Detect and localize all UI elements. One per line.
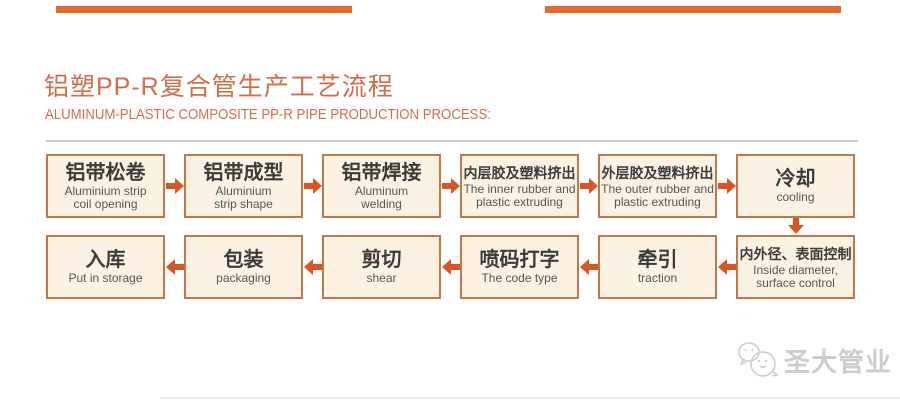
step-title-zh: 外层胶及塑料挤出 [601, 164, 714, 181]
step-title-zh: 入库 [85, 249, 126, 271]
step-title-en: Aluminium strip coil opening [64, 183, 147, 211]
arrow-left-icon [166, 258, 184, 276]
step-title-zh: 包装 [223, 249, 264, 271]
step-title-en: The code type [481, 271, 558, 285]
flow-step-surface-control: 内外径、表面控制 Inside diameter, surface contro… [736, 235, 855, 299]
arrow-left-icon [304, 258, 322, 276]
flow-step-storage: 入库 Put in storage [46, 235, 165, 299]
flow-step-packaging: 包装 packaging [184, 235, 303, 299]
step-title-zh: 喷码打字 [479, 249, 560, 271]
header-divider [46, 140, 858, 142]
step-title-zh: 铝带成型 [203, 161, 284, 184]
arrow-right-icon [718, 177, 736, 195]
flow-step-inner-extruding: 内层胶及塑料挤出 The inner rubber and plastic ex… [460, 154, 579, 218]
arrow-right-icon [580, 177, 598, 195]
step-title-en: The inner rubber and plastic extruding [463, 181, 576, 209]
arrow-left-icon [580, 258, 598, 276]
flow-step-outer-extruding: 外层胶及塑料挤出 The outer rubber and plastic ex… [598, 154, 717, 218]
page-subtitle: ALUMINUM-PLASTIC COMPOSITE PP-R PIPE PRO… [45, 106, 491, 123]
flow-step-coil-opening: 铝带松卷 Aluminium strip coil opening [46, 154, 165, 218]
flow-step-code-type: 喷码打字 The code type [460, 235, 579, 299]
arrow-down-icon [787, 218, 805, 234]
step-title-en: The outer rubber and plastic extruding [601, 181, 714, 209]
bottom-divider [160, 397, 900, 399]
step-title-en: Aluminium strip shape [214, 183, 273, 211]
step-title-en: Put in storage [68, 271, 143, 285]
flow-step-cooling: 冷却 cooling [736, 154, 855, 218]
step-title-zh: 内层胶及塑料挤出 [463, 164, 576, 181]
step-title-zh: 牵引 [637, 249, 678, 271]
step-title-zh: 铝带松卷 [65, 161, 146, 184]
mascot-icon [738, 342, 779, 377]
step-title-zh: 内外径、表面控制 [739, 245, 852, 262]
step-title-en: Aluminum welding [354, 183, 409, 211]
step-title-en: shear [366, 271, 397, 285]
arrow-left-icon [442, 258, 460, 276]
flow-step-strip-shape: 铝带成型 Aluminium strip shape [184, 154, 303, 218]
top-decor-bar-right [545, 6, 841, 13]
step-title-en: traction [637, 271, 678, 285]
arrow-right-icon [304, 177, 322, 195]
company-logo-text: 圣大管业 [784, 346, 893, 377]
arrow-right-icon [166, 177, 184, 195]
page-title: 铝塑PP-R复合管生产工艺流程 [44, 73, 394, 101]
step-title-zh: 剪切 [361, 249, 402, 271]
flow-step-welding: 铝带焊接 Aluminum welding [322, 154, 441, 218]
step-title-zh: 铝带焊接 [341, 161, 422, 184]
flow-step-shear: 剪切 shear [322, 235, 441, 299]
step-title-en: packaging [216, 271, 271, 285]
step-title-en: Inside diameter, surface control [753, 262, 838, 290]
arrow-left-icon [718, 258, 736, 276]
flow-step-traction: 牵引 traction [598, 235, 717, 299]
top-decor-bar-left [56, 6, 352, 13]
step-title-zh: 冷却 [775, 168, 816, 190]
step-title-en: cooling [776, 190, 815, 204]
company-logo: 圣大管业 [735, 339, 892, 381]
arrow-right-icon [442, 177, 460, 195]
